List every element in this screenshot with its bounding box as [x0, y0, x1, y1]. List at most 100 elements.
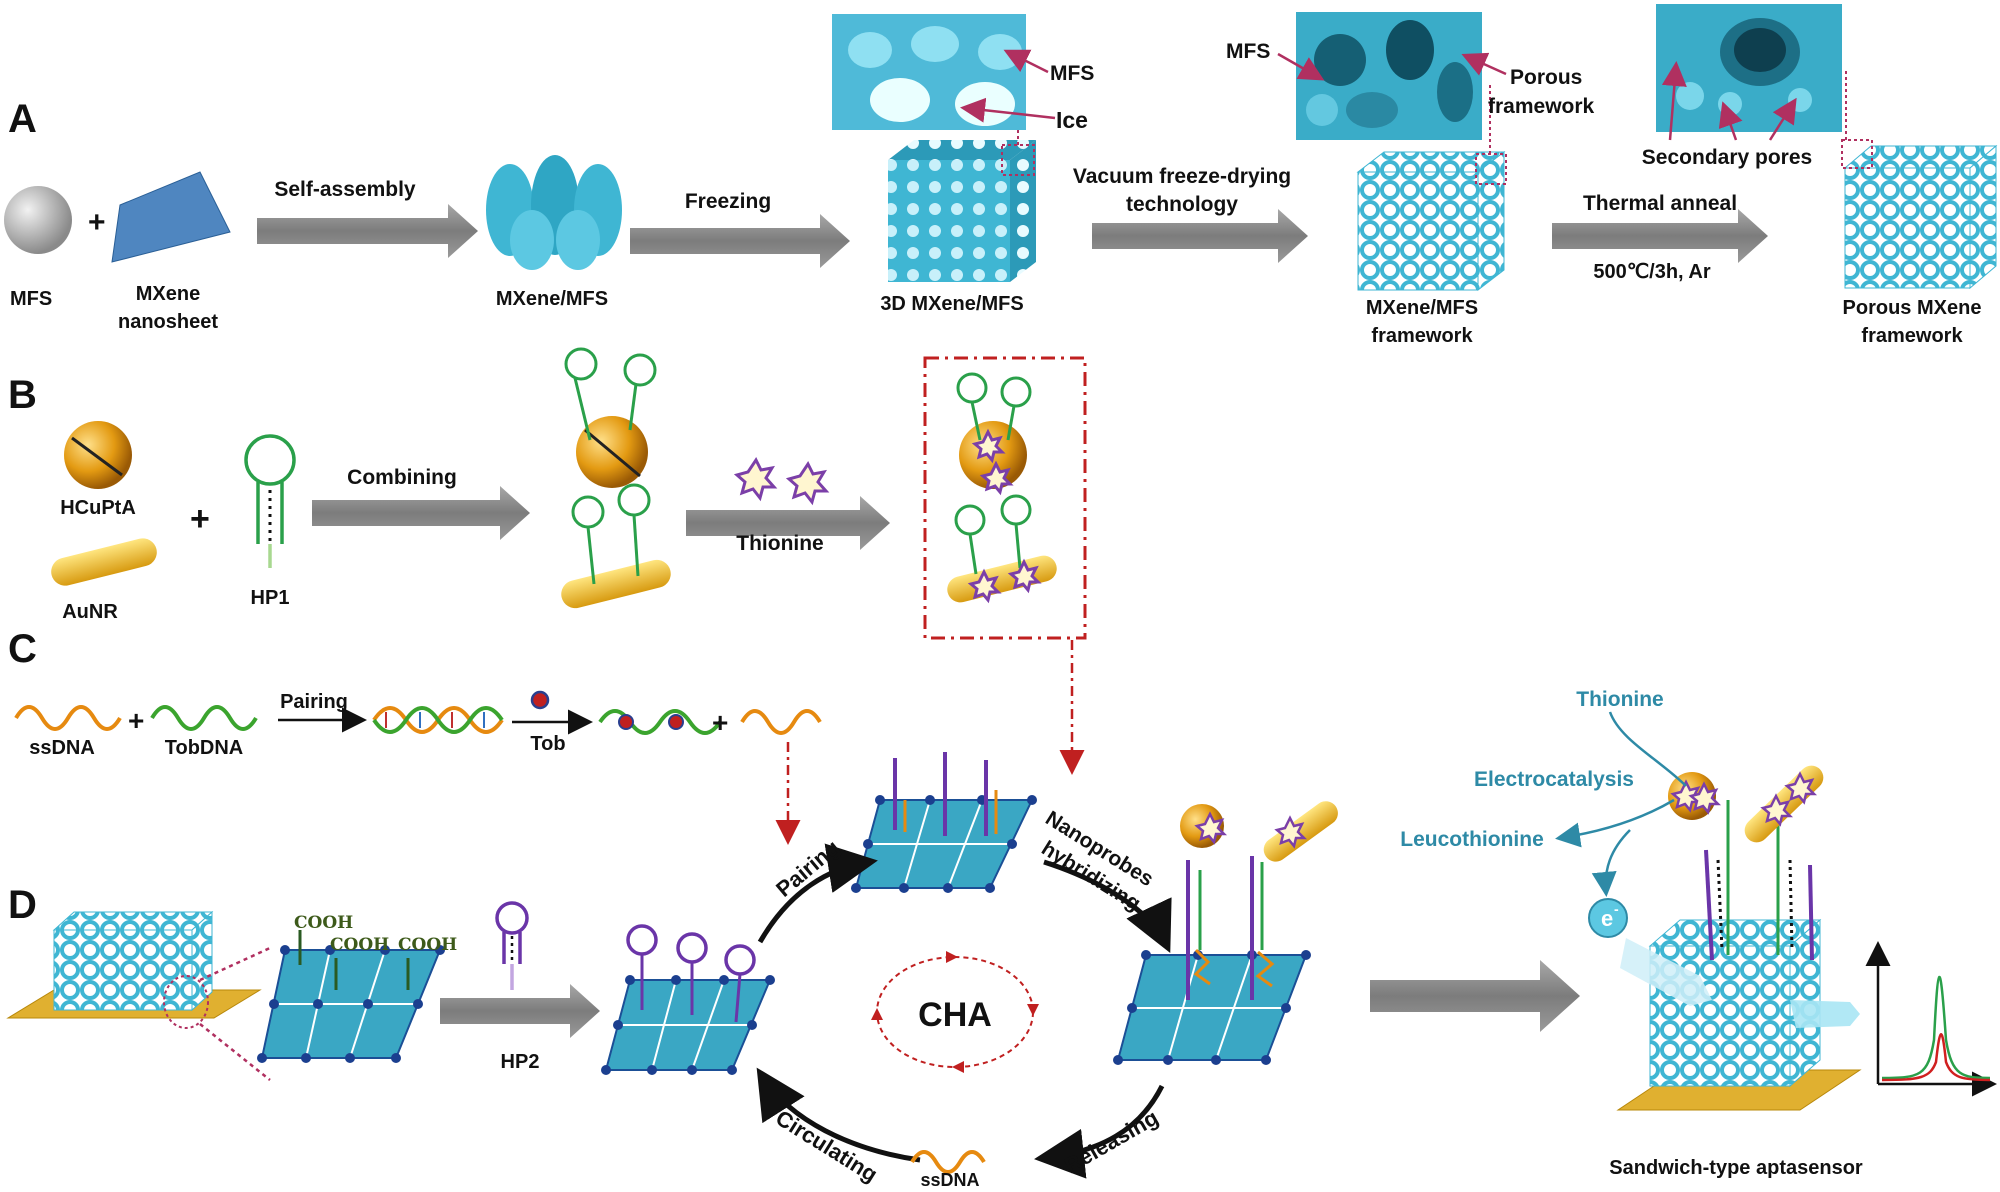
label-thionine: Thionine [736, 532, 824, 555]
mxene-mfs-3d-cube [888, 140, 1036, 282]
label-porous-mxene-1: Porous MXene [1843, 297, 1982, 319]
cooh-grid [257, 930, 445, 1063]
label-thermal-anneal: Thermal anneal [1583, 192, 1737, 215]
released-ssdna [740, 709, 822, 735]
label-hp2: HP2 [501, 1051, 540, 1073]
arrow-thionine [686, 496, 890, 550]
plus-sign-b: + [190, 500, 210, 538]
recycled-ssdna [910, 1150, 986, 1174]
label-hp1: HP1 [251, 587, 290, 609]
label-releasing: Releasing [1060, 1105, 1163, 1179]
ssdna-strand [14, 705, 122, 731]
inset2-label-framework: framework [1488, 95, 1595, 118]
label-framework-1: MXene/MFS [1366, 297, 1478, 319]
label-ssdna-d: ssDNA [920, 1170, 979, 1190]
hp2-modified-grid [601, 924, 775, 1075]
tob-bound-tobdna [598, 709, 722, 735]
cycle-arrow-releasing [1034, 1084, 1165, 1179]
label-hcupta: HCuPtA [60, 497, 136, 519]
label-tob: Tob [530, 733, 565, 755]
mxene-nanosheet [112, 172, 230, 262]
cooh-label-2: COOH [330, 935, 389, 955]
inset1-label-mfs: MFS [1050, 62, 1094, 85]
label-vacuum-2: technology [1126, 193, 1238, 216]
inset2-label-porous: Porous [1510, 66, 1582, 89]
label-aunr: AuNR [62, 601, 118, 623]
arrow-combining [312, 486, 530, 540]
thionine-stars [733, 457, 830, 506]
electron-symbol: e [1601, 906, 1613, 931]
arrow-freezing [630, 214, 850, 268]
inset1-label-ice: Ice [1056, 107, 1088, 133]
mfs-sphere [4, 186, 72, 254]
label-vacuum-1: Vacuum freeze-drying [1073, 165, 1291, 188]
panel-label-c: C [8, 627, 37, 671]
signal-curve-green [1881, 975, 1991, 1080]
electrode-framework [6, 910, 262, 1019]
arrow-electron [1591, 829, 1631, 897]
label-porous-mxene-2: framework [1861, 325, 1963, 347]
label-secondary-pores: Secondary pores [1642, 146, 1812, 169]
sandwich-aptasensor [1588, 765, 1862, 1111]
cooh-label-1: COOH [294, 913, 353, 933]
arrow-thermal-anneal [1552, 209, 1768, 263]
tobdna-strand [150, 705, 258, 731]
label-anneal-condition: 500℃/3h, Ar [1593, 261, 1711, 283]
label-pairing-d: Pairing [771, 835, 844, 902]
panel-label-d: D [8, 883, 37, 927]
porous-framework-inset-image [1296, 12, 1482, 140]
label-nanosheet: nanosheet [118, 311, 218, 333]
label-leucothionine: Leucothionine [1400, 828, 1544, 851]
label-3d-mxene-mfs: 3D MXene/MFS [880, 293, 1023, 315]
signal-curve-red [1881, 1033, 1991, 1082]
label-mfs: MFS [10, 288, 52, 310]
label-self-assembly: Self-assembly [274, 178, 416, 201]
hcupta-sphere [64, 421, 132, 489]
hp1-hairpin [244, 434, 296, 568]
porous-mxene-framework-cube [1843, 144, 1998, 290]
label-cha: CHA [918, 996, 992, 1034]
hp1-on-aunr [561, 483, 671, 609]
arrow-leucothionine [1555, 798, 1675, 848]
mxene-mfs-cluster [486, 155, 622, 270]
hybridized-grid [1113, 801, 1338, 1065]
nanoprobe-box [923, 356, 1087, 640]
zoom-circle-d [163, 975, 209, 1029]
paired-duplex [372, 706, 504, 734]
label-mxene-mfs: MXene/MFS [496, 288, 608, 310]
labeled-nanoprobe-hcupta [956, 372, 1032, 496]
signal-plot [1865, 941, 1997, 1097]
label-thionine-d: Thionine [1576, 688, 1664, 711]
inset2-label-mfs: MFS [1226, 40, 1270, 63]
secondary-pores-inset-image [1656, 4, 1842, 132]
label-framework-2: framework [1371, 325, 1473, 347]
plus-sign-c: + [128, 705, 144, 736]
label-electrocatalysis: Electrocatalysis [1474, 768, 1634, 791]
label-mxene: MXene [136, 283, 200, 305]
plus-sign-a: + [88, 206, 106, 239]
label-tobdna: TobDNA [165, 737, 244, 759]
cycle-arrow-circulating [756, 1067, 921, 1163]
arrow-to-aptasensor [1370, 960, 1580, 1032]
panel-label-b: B [8, 373, 37, 417]
label-freezing: Freezing [685, 190, 771, 213]
label-pairing-c: Pairing [280, 691, 348, 713]
arrow-self-assembly [257, 204, 478, 258]
hp1-on-hcupta [564, 347, 657, 488]
cooh-label-3: COOH [398, 935, 457, 955]
arrow-vacuum-freeze-drying [1092, 209, 1308, 263]
cycle-arrow-pairing [757, 843, 878, 944]
labeled-nanoprobe-aunr [947, 494, 1057, 604]
electron-charge: - [1614, 901, 1619, 917]
panel-label-a: A [8, 97, 37, 141]
label-sandwich-aptasensor: Sandwich-type aptasensor [1609, 1157, 1863, 1179]
cycle-arrow-nanoprobes [1043, 859, 1172, 954]
mxene-mfs-framework-cube [1356, 150, 1506, 292]
zoom-box-3 [1841, 139, 1873, 169]
aunr-rod [51, 538, 157, 586]
label-ssdna-c: ssDNA [29, 737, 95, 759]
plus-sign-c2: + [712, 707, 728, 738]
paired-grid [851, 752, 1037, 893]
label-combining: Combining [347, 466, 457, 489]
